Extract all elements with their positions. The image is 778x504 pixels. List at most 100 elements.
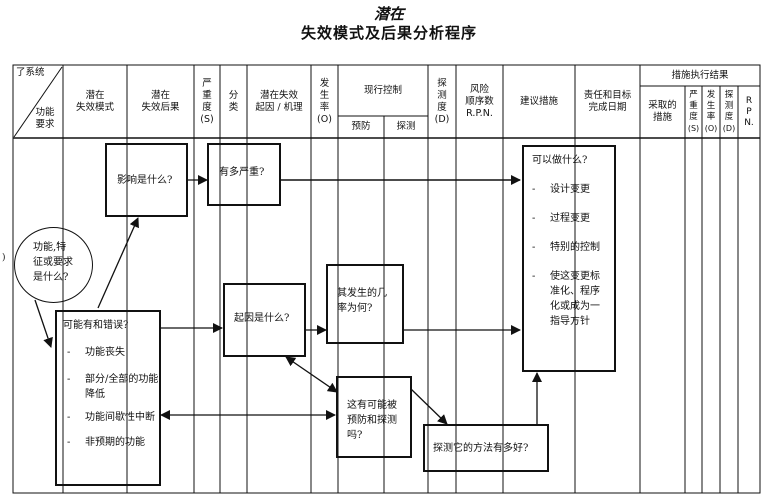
header-text: (D) (434, 113, 450, 125)
header-result-occurrence: 发 生 率 (O) (702, 86, 720, 138)
header-text: 度 (202, 101, 212, 113)
title-italic: 潜在 (373, 5, 404, 23)
bullet: - (532, 242, 536, 253)
list-text: 功能丧失 (85, 347, 125, 358)
table-frame (12, 64, 761, 494)
header-text: (S) (687, 124, 700, 133)
list-item: - 过程变更 (532, 211, 608, 226)
header-text: 发 (319, 77, 330, 89)
prevent-detect-question-box: 这有可能被预防和探测吗? (336, 376, 412, 458)
header-detection: 探 测 度 (D) (428, 65, 456, 138)
header-text: 潜在 (150, 89, 170, 101)
box-text: 有多严重? (219, 167, 265, 178)
header-text: 责任和目标 (583, 89, 632, 101)
header-text: 生 (706, 101, 716, 111)
list-item: - 功能丧失 (63, 345, 159, 360)
box-text: 其发生的几率为何? (337, 288, 387, 314)
header-severity: 严 重 度 (S) (194, 65, 220, 138)
header-text: P (746, 106, 752, 117)
header-text: 重 (202, 89, 212, 101)
header-text: 潜在失效 (259, 89, 298, 101)
arrow-cause-preventdetect (285, 356, 338, 393)
header-text: 完成日期 (588, 101, 627, 113)
bullet: - (532, 213, 536, 224)
list-text: 功能间歇性中断 (85, 412, 155, 423)
bullet: - (532, 271, 536, 282)
header-text: 失效后果 (141, 101, 180, 113)
box-text: 这有可能被预防和探测吗? (347, 400, 397, 441)
header-function-requirement: 功能 要求 (30, 104, 60, 134)
failure-mode-box: 可能有和错误? -功能丧失 -部分/全部的功能降低 -功能间歇性中断 -非预期的… (55, 310, 161, 486)
header-classification: 分 类 (220, 65, 247, 138)
header-failure-mode: 潜在 失效模式 (63, 65, 127, 138)
header-text: 重 (689, 101, 698, 111)
occurrence-question-box: 其发生的几率为何? (326, 264, 404, 344)
header-text: 严 (202, 77, 212, 89)
header-text: 类 (228, 101, 239, 113)
header-rpn: 风险 顺序数 R.P.N. (456, 65, 503, 138)
header-text: 顺序数 (465, 95, 494, 107)
header-text: R.P.N. (466, 107, 493, 119)
circle-text: 是什么? (33, 272, 69, 283)
box-text: 起因是什么? (234, 313, 290, 324)
list-text: 部分/全部的功能降低 (85, 374, 159, 400)
header-text: 采取的 (648, 100, 677, 111)
list-text: 非预期的功能 (85, 437, 145, 448)
detection-method-question-box: 探测它的方法有多好? (423, 424, 549, 472)
list-item: - 使这变更标准化、程序化或成为一指导方针 (532, 269, 608, 329)
list-item: - 功能间歇性中断 (63, 410, 159, 425)
header-recommended-actions: 建议措施 (519, 95, 558, 107)
list-text: 特别的控制 (550, 242, 600, 253)
circle-text: 征或要求 (33, 257, 73, 268)
header-text: 生 (319, 89, 330, 101)
header-actions-taken: 采取的 措施 (640, 86, 685, 138)
header-text: 风险 (469, 83, 489, 95)
header-result-severity: 严 重 度 (S) (685, 86, 702, 138)
header-prevention: 预防 (351, 121, 371, 132)
arrow-circle-to-failure (34, 299, 53, 348)
header-text: 度 (689, 112, 698, 122)
list-text: 使这变更标准化、程序化或成为一指导方针 (550, 271, 600, 327)
header-text: 潜在 (85, 89, 105, 101)
recommended-actions-box: 可以做什么? - 设计变更 - 过程变更 - 特别的控制 - 使这变更标准化、程序化或成… (522, 145, 616, 372)
header-text: (D) (722, 124, 736, 133)
header-detection-control: 探测 (396, 121, 416, 132)
header-text: 失效模式 (75, 101, 114, 113)
circle-text: 功能,特 (33, 242, 67, 253)
header-occurrence: 发 生 率 (O) (311, 65, 338, 138)
header-text: (O) (317, 113, 332, 125)
bullet: - (532, 184, 536, 195)
header-text: 分 (228, 89, 239, 101)
header-text: (S) (200, 113, 214, 125)
header-requirement-label: 要求 (35, 119, 55, 130)
list-item: - 特别的控制 (532, 240, 608, 255)
function-requirement-circle: 功能,特 征或要求 是什么? (14, 227, 93, 303)
header-responsibility: 责任和目标 完成日期 (575, 65, 640, 138)
list-text: 设计变更 (550, 184, 590, 195)
header-text: 测 (724, 101, 734, 111)
bullet: - (67, 437, 71, 448)
header-subsystem: 了系统 (16, 67, 45, 78)
effect-question-box: 影响是什么? (105, 143, 188, 217)
list-item: - 设计变更 (532, 182, 608, 197)
header-text: R (745, 95, 753, 106)
header-failure-effect: 潜在 失效后果 (127, 65, 194, 138)
header-result-detection: 探 测 度 (D) (720, 86, 738, 138)
header-result-rpn: R P N. (738, 86, 760, 138)
bullet: - (67, 412, 71, 423)
header-text: 率 (706, 112, 716, 122)
header-text: 探 (724, 90, 734, 100)
box-title: 可以做什么? (532, 155, 588, 166)
arrow-preventdetect-to-detectmethod (410, 388, 448, 425)
header-text: 措施 (652, 112, 672, 123)
header-text: 严 (689, 90, 698, 100)
bullet: - (67, 347, 71, 358)
header-text: 测 (437, 89, 447, 101)
margin-mark: ) (2, 253, 6, 263)
cause-question-box: 起因是什么? (223, 283, 306, 357)
list-text: 过程变更 (550, 213, 590, 224)
header-text: 度 (437, 101, 447, 113)
box-text: 探测它的方法有多好? (433, 443, 529, 454)
arrow-failure-to-effect (97, 217, 139, 309)
